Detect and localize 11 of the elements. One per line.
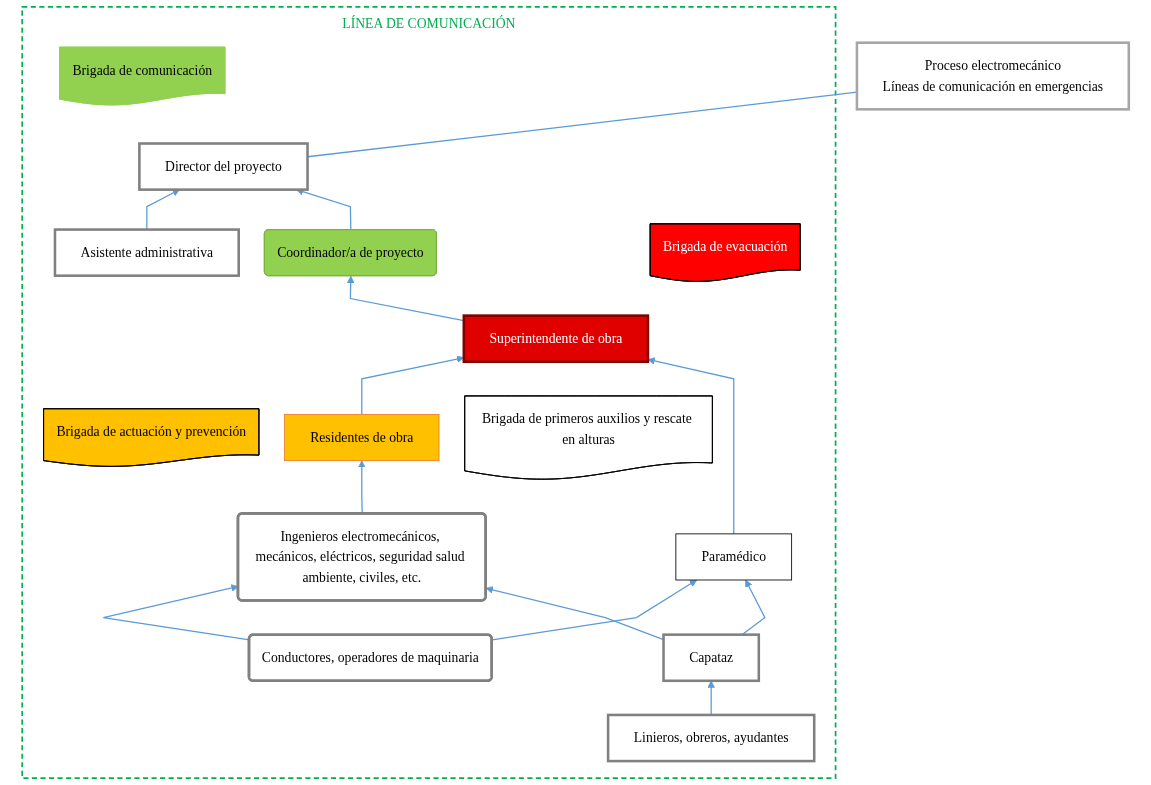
- arrow: [491, 579, 698, 641]
- node-box: Capataz: [662, 633, 761, 683]
- node-box: Superintendente de obra: [462, 314, 650, 364]
- node-box: Linieros, obreros, ayudantes: [606, 713, 816, 763]
- node-box: Asistente administrativa: [53, 228, 240, 277]
- node-box: Proceso electromecánico Líneas de comunicación en emergencias: [855, 41, 1131, 111]
- node-box: Director del proyecto: [138, 142, 309, 191]
- node-box: Residentes de obra: [284, 414, 440, 462]
- arrow: [361, 355, 465, 416]
- arrow: [647, 357, 735, 535]
- node-box: Paramédico: [675, 533, 793, 581]
